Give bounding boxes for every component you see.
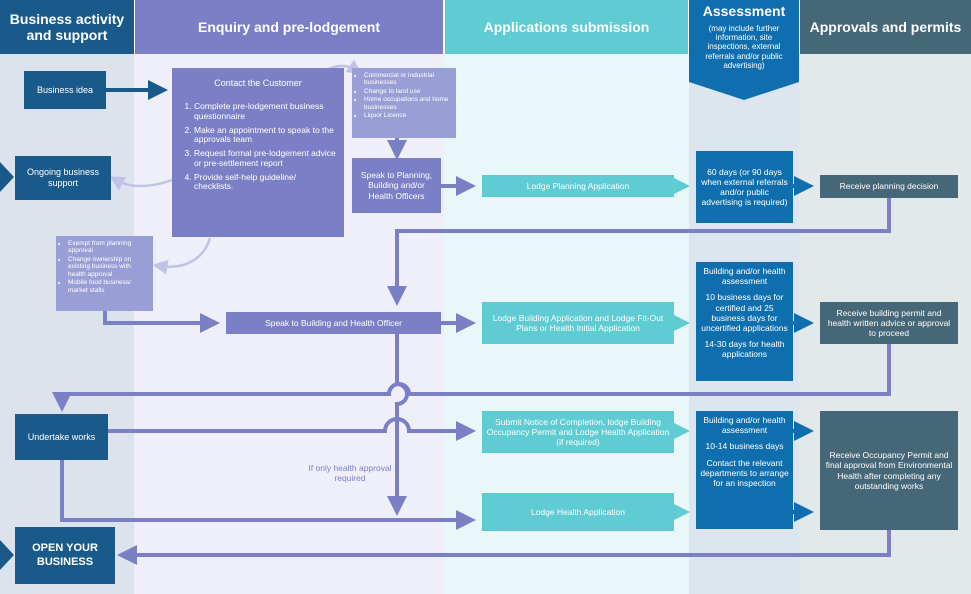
assessment-occupancy-box: Building and/or health assessment 10-14 … — [696, 411, 793, 529]
contact-step: Provide self-help guideline/ checklists. — [194, 172, 336, 193]
assessment-building-days: 10 business days for certified and 25 bu… — [701, 292, 788, 333]
assessment-building-health: 14-30 days for health applications — [704, 339, 785, 360]
exempt-item: Change ownership on existing business wi… — [68, 256, 150, 278]
header-assessment: Assessment (may include further informat… — [689, 0, 799, 102]
assessment-building-box: Building and/or health assessment 10 bus… — [696, 262, 793, 381]
header-business: Business activity and support — [0, 0, 134, 54]
undertake-works-box: Undertake works — [15, 414, 108, 460]
assessment-building-title: Building and/or health assessment — [703, 266, 786, 287]
exempt-list: Exempt from planning approvalChange owne… — [59, 240, 150, 294]
health-only-note: If only health approval required — [308, 463, 392, 484]
receive-planning-box: Receive planning decision — [820, 175, 958, 198]
open-business-arrow — [0, 540, 14, 570]
assessment-occupancy-contact: Contact the relevant departments to arra… — [700, 457, 789, 488]
exempt-item: Exempt from planning approval — [68, 240, 150, 255]
business-types-box: Commercial or industrial businessesChang… — [352, 68, 456, 138]
contact-steps-list: Complete pre-lodgement business question… — [180, 101, 336, 193]
speak-planning-box: Speak to Planning, Building and/or Healt… — [352, 158, 441, 213]
header-approvals: Approvals and permits — [800, 0, 971, 54]
contact-step: Complete pre-lodgement business question… — [194, 101, 336, 122]
submit-completion-box: Submit Notice of Completion, lodge Build… — [482, 411, 674, 453]
speak-building-box: Speak to Building and Health Officer — [226, 312, 441, 334]
header-assessment-shape — [689, 0, 799, 100]
business-type-item: Change to land use — [364, 88, 453, 95]
business-type-item: Liquor Licence — [364, 112, 453, 119]
header-enquiry: Enquiry and pre-lodgement — [135, 0, 443, 54]
contact-step: Request formal pre-lodgement advice or p… — [194, 148, 336, 169]
assessment-planning-box: 60 days (or 90 days when external referr… — [696, 151, 793, 223]
lodge-health-box: Lodge Health Application — [482, 493, 674, 531]
ongoing-support-arrow — [0, 162, 14, 192]
contact-step: Make an appointment to speak to the appr… — [194, 125, 336, 146]
business-idea-box: Business idea — [24, 71, 106, 109]
exempt-list-box: Exempt from planning approvalChange owne… — [56, 236, 153, 311]
contact-customer-box: Contact the Customer Complete pre-lodgem… — [172, 68, 344, 237]
business-type-item: Home occupations and home businesses — [364, 96, 453, 111]
receive-building-box: Receive building permit and health writt… — [820, 302, 958, 344]
exempt-item: Mobile food business/ market stalls — [68, 279, 150, 294]
open-business-box: OPEN YOUR BUSINESS — [15, 527, 115, 584]
lodge-planning-box: Lodge Planning Application — [482, 175, 674, 197]
assessment-occupancy-days: 10-14 business days — [705, 441, 784, 452]
business-types-list: Commercial or industrial businessesChang… — [355, 72, 453, 120]
header-submission: Applications submission — [445, 0, 688, 54]
header-assessment-note: (may include further information, site i… — [705, 24, 783, 70]
header-assessment-title: Assessment — [702, 3, 786, 19]
business-type-item: Commercial or industrial businesses — [364, 72, 453, 87]
lodge-building-box: Lodge Building Application and Lodge Fit… — [482, 302, 674, 344]
contact-customer-title: Contact the Customer — [214, 78, 302, 88]
receive-occupancy-box: Receive Occupancy Permit and final appro… — [820, 411, 958, 530]
assessment-occupancy-title: Building and/or health assessment — [703, 415, 786, 436]
ongoing-support-box: Ongoing business support — [15, 156, 111, 200]
